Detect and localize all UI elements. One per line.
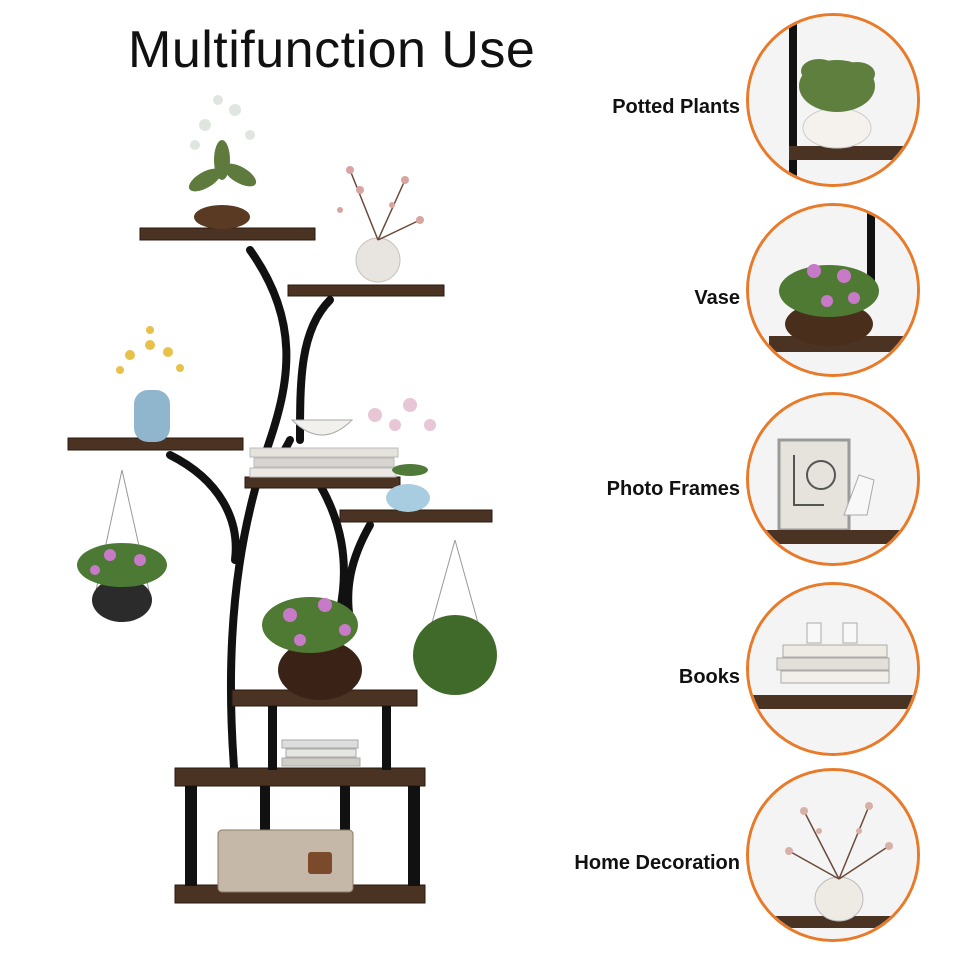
feature-photo-frames: Photo Frames (520, 392, 960, 582)
feature-label: Photo Frames (606, 478, 740, 500)
feature-list: Potted Plants Vase Photo Frames (520, 0, 960, 960)
potted-plant-icon (746, 13, 920, 187)
feature-label: Potted Plants (612, 96, 740, 118)
page-title: Multifunction Use (128, 21, 536, 79)
feature-home-decoration: Home Decoration (520, 768, 960, 958)
feature-books: Books (520, 582, 960, 772)
feature-potted-plants: Potted Plants (520, 13, 960, 203)
feature-vase: Vase (520, 203, 960, 393)
home-decoration-icon (746, 768, 920, 942)
feature-label: Home Decoration (574, 852, 740, 874)
plant-stand-illustration (0, 80, 560, 960)
books-icon (746, 582, 920, 756)
feature-label: Vase (694, 287, 740, 309)
feature-label: Books (678, 666, 740, 688)
photo-frame-icon (746, 392, 920, 566)
vase-icon (746, 203, 920, 377)
